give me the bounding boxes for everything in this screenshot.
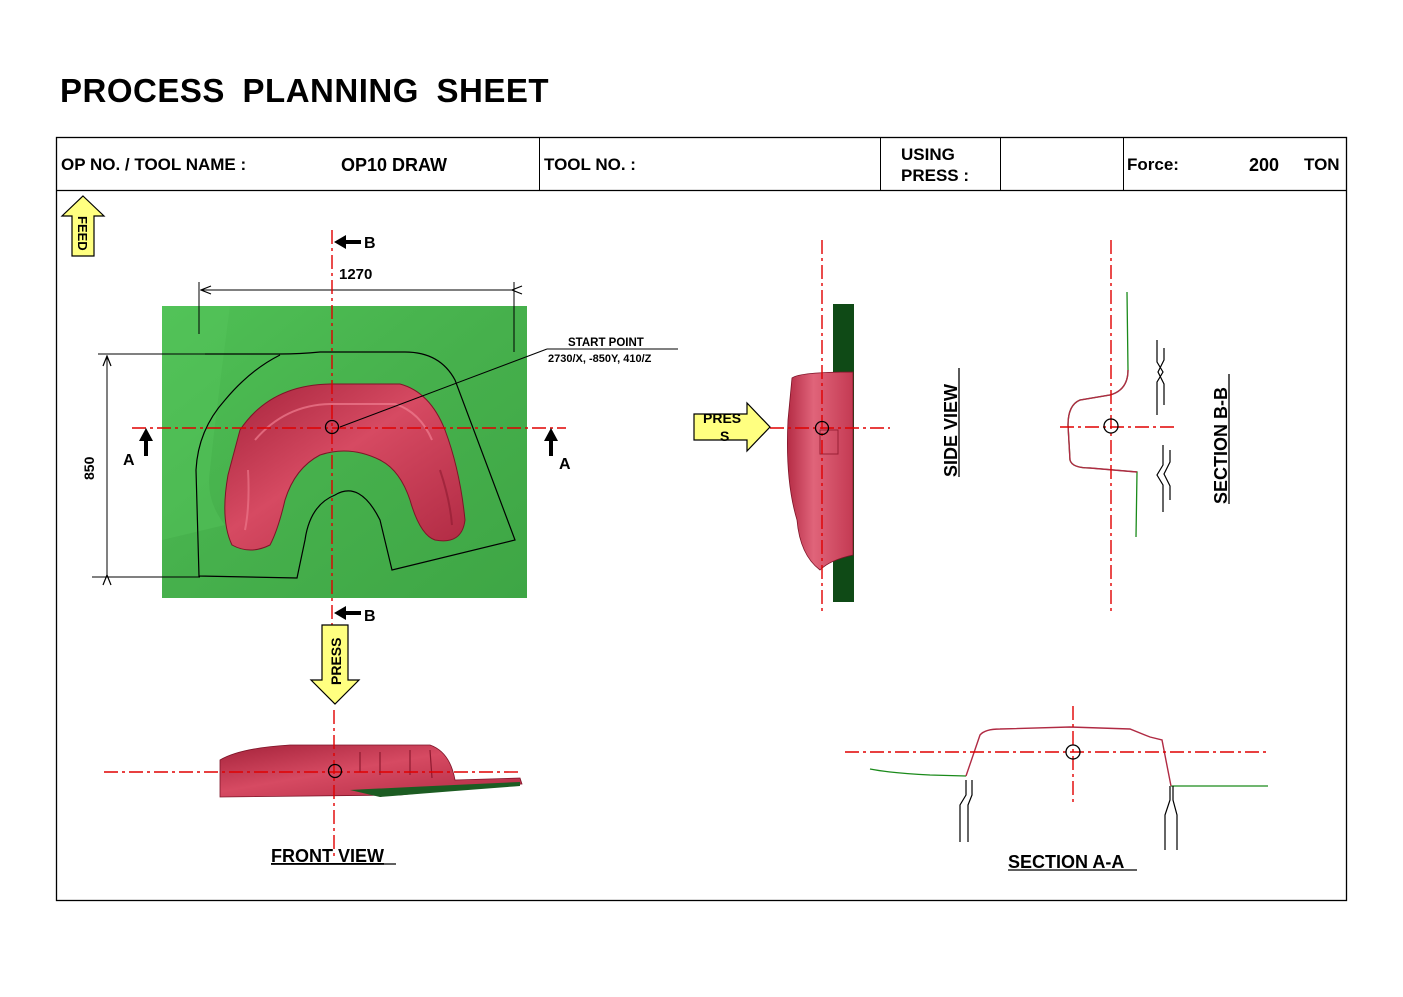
section-a-right-label: A — [559, 456, 571, 473]
press-down-label: PRESS — [328, 638, 344, 685]
press-arrow-down-icon: PRESS — [309, 624, 361, 705]
op-no-label: OP NO. / TOOL NAME : — [61, 155, 246, 174]
tool-no-label: TOOL NO. : — [544, 155, 636, 174]
dim-height-label: 850 — [81, 456, 97, 480]
front-view: FRONT VIEW — [104, 710, 523, 866]
using-press-label-line2: PRESS : — [901, 166, 969, 185]
draw-part — [224, 383, 466, 551]
op-no-value: OP10 DRAW — [341, 155, 447, 175]
trim-outline — [195, 351, 516, 579]
press-arrow-side-icon: PRES S — [693, 401, 771, 453]
section-bb-label: SECTION B-B — [1211, 387, 1231, 504]
press-side-label-line1: PRES — [703, 410, 741, 426]
start-point-coords: 2730/X, -850Y, 410/Z — [548, 353, 652, 365]
feed-arrow-icon: FEED — [60, 195, 106, 257]
force-value: 200 — [1249, 155, 1279, 175]
section-aa-label: SECTION A-A — [1008, 852, 1124, 872]
force-unit: TON — [1304, 155, 1340, 174]
sheet-border — [55, 136, 1348, 902]
page-title: PROCESS PLANNING SHEET — [60, 72, 550, 109]
header-table: OP NO. / TOOL NAME : OP10 DRAW TOOL NO. … — [55, 136, 1348, 902]
section-b-top-label: B — [364, 235, 376, 252]
blank-sheet — [162, 306, 527, 598]
start-point-marker — [324, 419, 340, 435]
press-side-label-line2: S — [720, 428, 729, 444]
dim-width-label: 1270 — [339, 266, 372, 283]
section-bb-view: SECTION B-B — [1060, 240, 1231, 612]
start-point-label: START POINT — [568, 337, 644, 349]
front-view-label: FRONT VIEW — [271, 846, 384, 866]
feed-label: FEED — [75, 216, 90, 251]
side-view-label: SIDE VIEW — [941, 384, 961, 477]
section-b-bottom-label: B — [364, 608, 376, 625]
section-aa-view: SECTION A-A — [845, 706, 1270, 872]
force-label: Force: — [1127, 155, 1179, 174]
side-view: PRES S SIDE VIEW — [693, 240, 961, 615]
section-a-left-label: A — [123, 452, 135, 469]
using-press-label-line1: USING — [901, 145, 955, 164]
top-view: 1270 850 START POINT 2730/X, -850Y, 410/… — [81, 230, 678, 630]
